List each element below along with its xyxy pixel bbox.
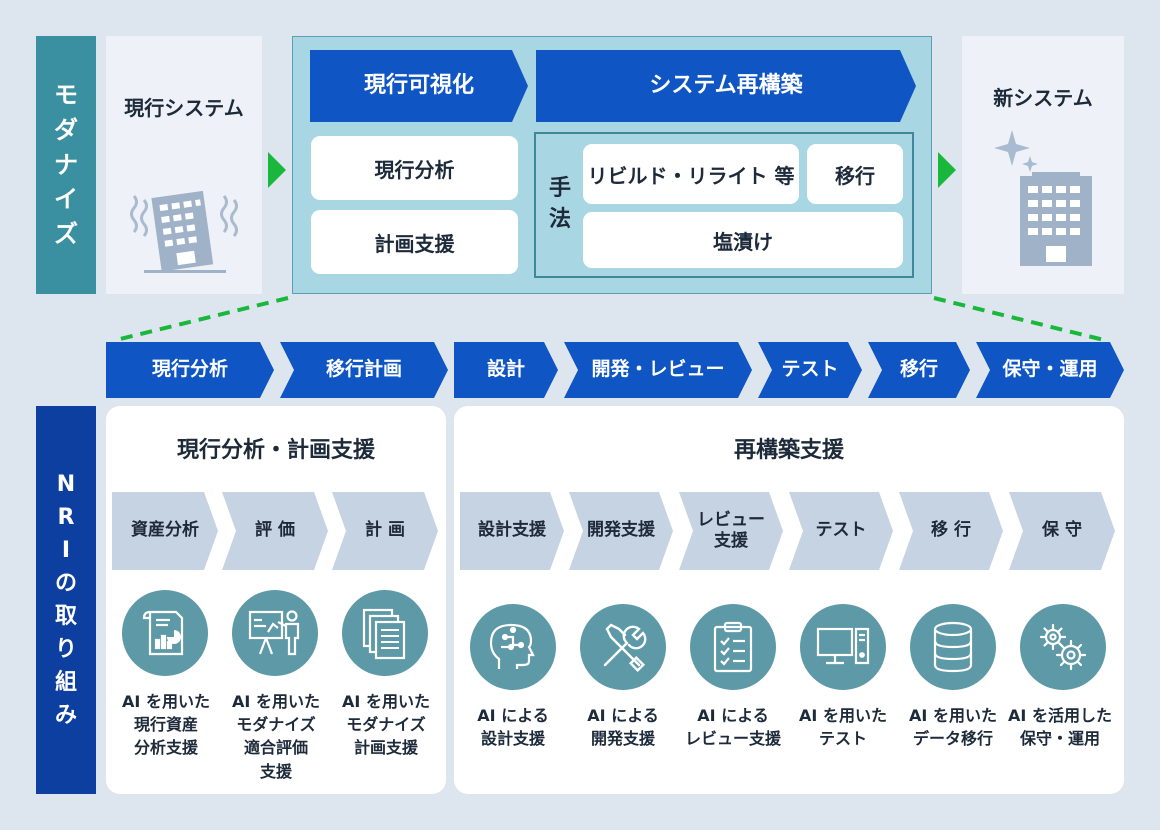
side-label-char: N — [56, 472, 76, 497]
database-icon — [933, 621, 973, 673]
document-chart-icon — [142, 610, 184, 656]
side-label-char: 組 — [54, 670, 77, 695]
icon-circle — [800, 604, 886, 690]
side-label-char: I — [61, 538, 71, 563]
icon-circle — [690, 604, 776, 690]
new-system-label: 新システム — [993, 86, 1093, 110]
step-test: テスト — [789, 492, 893, 570]
checklist-icon — [713, 621, 753, 673]
new-building-icon — [1020, 172, 1092, 266]
side-label-char: イ — [54, 185, 78, 214]
dashed-connectors — [115, 296, 1105, 342]
right-caption-6: AI を活用した 保守・運用 — [1008, 706, 1112, 749]
phase-test: テスト — [758, 342, 862, 398]
right-caption-5: AI を用いた データ移行 — [909, 706, 997, 749]
phase-migration: 移行 — [868, 342, 970, 398]
side-label-char: ダ — [54, 115, 78, 144]
left-panel-title: 現行分析・計画支援 — [176, 438, 375, 463]
phase-maintenance: 保守・運用 — [976, 342, 1124, 398]
right-caption-2: AI による 開発支援 — [587, 706, 659, 749]
icon-circle — [470, 604, 556, 690]
current-system-panel: 現行システム — [106, 36, 262, 294]
side-label-char: モ — [54, 81, 78, 109]
rebuild-header: システム再構築 — [536, 50, 916, 122]
icon-circle — [580, 604, 666, 690]
computer-icon — [816, 627, 870, 665]
icon-circle — [122, 590, 208, 676]
icon-circle — [342, 590, 428, 676]
icon-circle — [232, 590, 318, 676]
side-label-char: 取 — [54, 604, 77, 629]
side-label-char: の — [54, 571, 77, 596]
icon-circle — [1020, 604, 1106, 690]
phase-migration-plan: 移行計画 — [280, 342, 448, 398]
side-label-char: り — [54, 637, 77, 662]
presenter-board-icon — [248, 610, 300, 656]
side-label-char: ナ — [54, 150, 78, 179]
pickling-box: 塩漬け — [583, 212, 903, 268]
step-review-support: レビュー 支援 — [679, 492, 783, 570]
new-system-panel: 新システム — [962, 36, 1124, 294]
sparkle-icon — [994, 130, 1038, 172]
current-analysis-box: 現行分析 — [311, 136, 518, 200]
right-panel-title: 再構築支援 — [733, 438, 844, 463]
step-migration: 移 行 — [899, 492, 1003, 570]
side-label-char: ズ — [54, 220, 78, 249]
step-dev-support: 開発支援 — [569, 492, 673, 570]
step-asset-analysis: 資産分析 — [112, 492, 218, 570]
left-caption-1: AI を用いた 現行資産 分析支援 — [122, 692, 210, 758]
right-caption-1: AI による 設計支援 — [477, 706, 549, 749]
old-building-icon — [130, 190, 238, 273]
step-maintenance: 保 守 — [1009, 492, 1115, 570]
tools-icon — [603, 623, 647, 673]
gears-icon — [1039, 623, 1087, 671]
phase-current-analysis: 現行分析 — [106, 342, 274, 398]
left-caption-3: AI を用いた モダナイズ 計画支援 — [342, 692, 430, 758]
step-planning: 計 画 — [332, 492, 438, 570]
left-caption-2: AI を用いた モダナイズ 適合評価 支援 — [232, 692, 320, 781]
icon-circle — [910, 604, 996, 690]
right-caption-4: AI を用いた テスト — [799, 706, 887, 749]
modernize-side-label: モダナイズ — [36, 36, 96, 294]
side-label-char: R — [57, 505, 75, 530]
method-label: 手法 — [548, 174, 572, 236]
stacked-documents-icon — [362, 608, 406, 660]
rebuild-rewrite-box: リビルド・リライト 等 — [583, 144, 799, 204]
ai-head-icon — [489, 623, 535, 669]
step-evaluation: 評 価 — [222, 492, 328, 570]
right-caption-3: AI による レビュー支援 — [684, 706, 781, 749]
visualize-header: 現行可視化 — [310, 50, 528, 122]
arrow-right-icon — [938, 152, 956, 188]
current-system-label: 現行システム — [124, 96, 244, 120]
plan-support-box: 計画支援 — [311, 210, 518, 274]
side-label-char: み — [54, 703, 77, 728]
right-panel — [454, 406, 1124, 794]
step-design-support: 設計支援 — [460, 492, 564, 570]
migration-box: 移行 — [807, 144, 903, 204]
phase-dev-review: 開発・レビュー — [564, 342, 752, 398]
method-label-char: 法 — [548, 206, 571, 232]
phase-design: 設計 — [454, 342, 558, 398]
method-label-char: 手 — [548, 176, 571, 201]
arrow-right-icon — [268, 152, 286, 188]
